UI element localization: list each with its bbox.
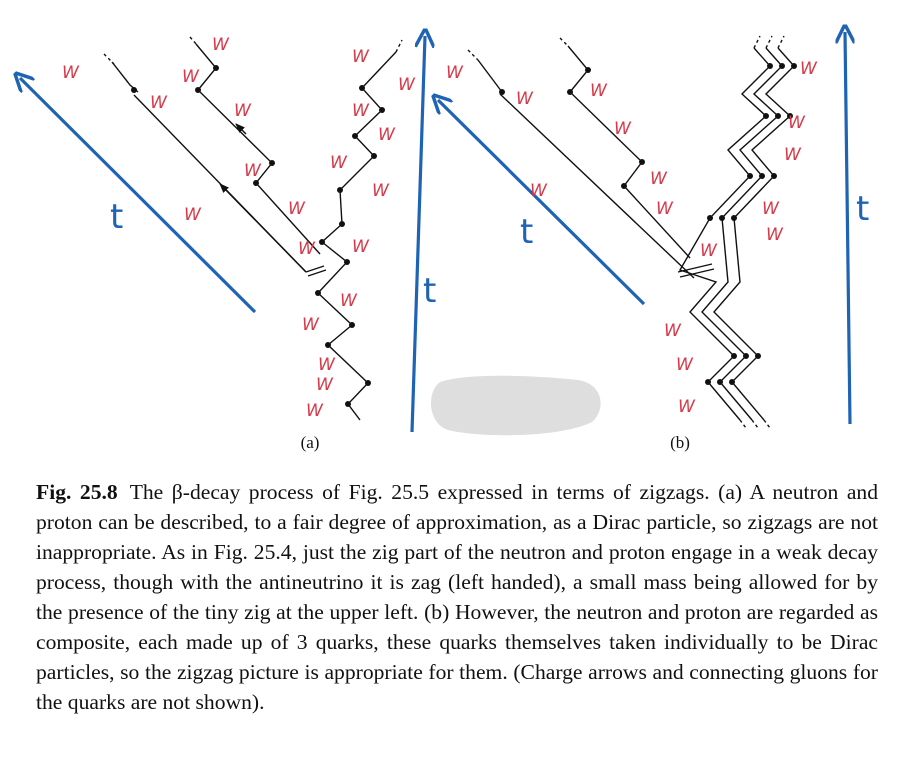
antineutrino-line-a: [111, 61, 307, 273]
svg-text:W: W: [352, 101, 370, 121]
svg-text:W: W: [676, 355, 694, 375]
time-label-diagonal-a: t: [110, 197, 123, 237]
svg-text:W: W: [800, 59, 818, 79]
panel-a: t t W W W W W: [20, 35, 436, 433]
svg-text:W: W: [678, 397, 696, 417]
time-label-diagonal-b: t: [520, 212, 533, 252]
electron-zigzag-b: [567, 45, 691, 259]
svg-text:W: W: [234, 101, 252, 121]
svg-text:W: W: [182, 67, 200, 87]
svg-text:W: W: [352, 47, 370, 67]
panel-b: t t W W W: [438, 32, 869, 429]
svg-text:W: W: [288, 199, 306, 219]
svg-text:W: W: [316, 375, 334, 395]
svg-text:W: W: [398, 75, 416, 95]
svg-text:W: W: [516, 89, 534, 109]
svg-text:W: W: [788, 113, 806, 133]
svg-text:W: W: [212, 35, 230, 55]
svg-text:W: W: [784, 145, 802, 165]
svg-text:W: W: [700, 241, 718, 261]
svg-text:W: W: [298, 239, 316, 259]
electron-zigzag-a: [195, 43, 321, 255]
antineutrino-dash-a: [103, 53, 115, 65]
time-arrow-vertical-a: [410, 36, 425, 433]
svg-text:W: W: [372, 181, 390, 201]
svg-text:W: W: [590, 81, 608, 101]
panel-label-a: (a): [300, 433, 320, 452]
svg-text:W: W: [650, 169, 668, 189]
svg-text:W: W: [762, 199, 780, 219]
w-boson-a: [305, 265, 327, 277]
figure-diagram: t t W W W W W: [0, 0, 869, 436]
antineutrino-line-b: [477, 59, 695, 279]
figure-number: Fig. 25.8: [36, 480, 118, 504]
caption-text: The β-decay process of Fig. 25.5 express…: [36, 480, 878, 714]
time-label-vertical-a: t: [423, 271, 436, 311]
svg-text:W: W: [766, 225, 784, 245]
svg-text:W: W: [378, 125, 396, 145]
svg-text:W: W: [446, 63, 464, 83]
svg-text:W: W: [330, 153, 348, 173]
gray-smudge: [430, 375, 601, 436]
time-arrow-vertical-b: [845, 32, 850, 425]
svg-text:W: W: [244, 161, 262, 181]
svg-text:W: W: [656, 199, 674, 219]
svg-text:W: W: [150, 93, 168, 113]
svg-text:W: W: [62, 63, 80, 83]
svg-text:W: W: [352, 237, 370, 257]
time-arrow-diagonal-b: [438, 100, 646, 306]
svg-text:W: W: [184, 205, 202, 225]
svg-text:W: W: [614, 119, 632, 139]
time-label-vertical-b: t: [856, 189, 869, 229]
svg-text:W: W: [306, 401, 324, 421]
svg-text:W: W: [302, 315, 320, 335]
w-annotations-a: W W W W W W W W W W W W W W W W W W W W …: [62, 35, 416, 421]
svg-text:W: W: [340, 291, 358, 311]
svg-text:W: W: [530, 181, 548, 201]
svg-text:W: W: [318, 355, 336, 375]
w-annotations-b: W W W W W W W W W W W W W W W W: [446, 59, 818, 417]
time-arrow-diagonal-a: [20, 78, 257, 314]
svg-text:W: W: [664, 321, 682, 341]
panel-label-b: (b): [670, 433, 690, 452]
